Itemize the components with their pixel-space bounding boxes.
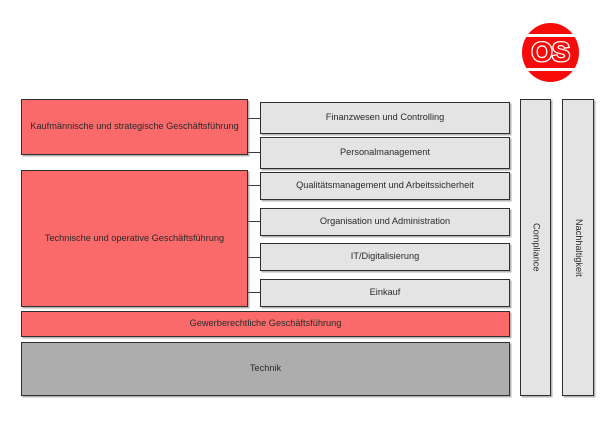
- connector-technische-qualitaetsmanagement: [247, 185, 261, 187]
- node-compliance[interactable]: Compliance: [520, 99, 551, 396]
- node-technik[interactable]: Technik: [21, 342, 510, 396]
- node-organisation-administration[interactable]: Organisation und Administration: [260, 208, 510, 236]
- node-technische-geschaeftsfuehrung[interactable]: Technische und operative Geschäftsführun…: [21, 170, 248, 307]
- os-logo: OS: [522, 23, 579, 82]
- connector-technische-it: [247, 257, 261, 259]
- logo-stripe-top: [524, 34, 577, 37]
- connector-technische-einkauf: [247, 292, 261, 294]
- logo-circle: [522, 23, 579, 82]
- node-nachhaltigkeit[interactable]: Nachhaltigkeit: [562, 99, 594, 396]
- node-it-digitalisierung[interactable]: IT/Digitalisierung: [260, 243, 510, 271]
- node-personalmanagement[interactable]: Personalmanagement: [260, 137, 510, 169]
- connector-kaufmaennische-personalmanagement: [247, 152, 261, 154]
- node-kaufmaennische-geschaeftsfuehrung[interactable]: Kaufmännische und strategische Geschäfts…: [21, 99, 248, 155]
- node-finanzwesen-controlling[interactable]: Finanzwesen und Controlling: [260, 102, 510, 134]
- node-qualitaetsmanagement-arbeitssicherheit[interactable]: Qualitätsmanagement und Arbeitssicherhei…: [260, 172, 510, 200]
- logo-text: OS: [530, 36, 571, 69]
- logo-stripe-bottom: [524, 68, 577, 71]
- node-einkauf[interactable]: Einkauf: [260, 279, 510, 307]
- node-gewerberechtliche-geschaeftsfuehrung[interactable]: Gewerberechtliche Geschäftsführung: [21, 311, 510, 337]
- connector-technische-organisation: [247, 221, 261, 223]
- connector-kaufmaennische-finanzwesen: [247, 118, 261, 120]
